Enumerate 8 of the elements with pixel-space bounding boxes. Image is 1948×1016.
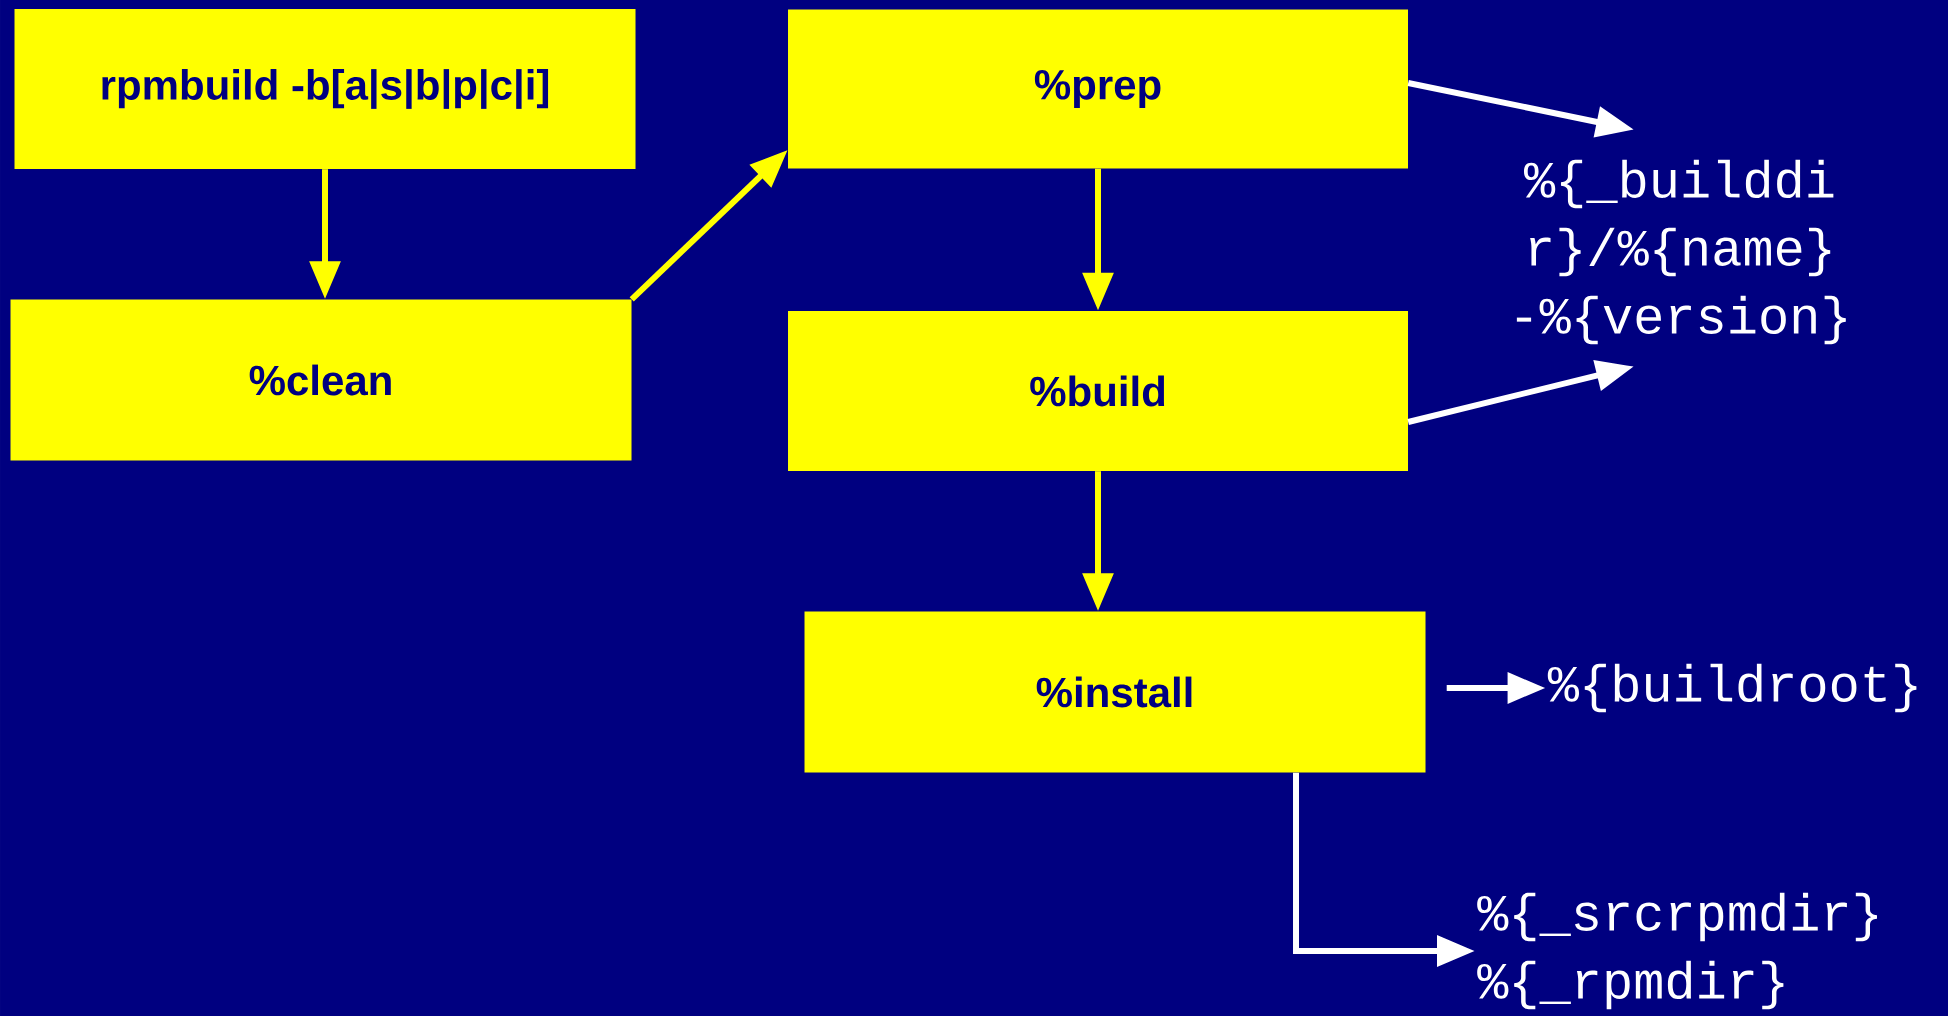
path-label: %{_builddir}/%{name}-%{version} — [1516, 159, 1846, 345]
process-box: rpmbuild -b[a|s|b|p|c|i] — [14, 9, 636, 169]
process-box: %build — [788, 311, 1408, 471]
process-box: %prep — [788, 9, 1408, 169]
path-label: %{buildroot} — [1547, 663, 1917, 713]
path-label: %{_srcrpmdir} %{_rpmdir} — [1477, 892, 1877, 1010]
process-box: %clean — [10, 299, 632, 461]
process-box: %install — [804, 611, 1426, 773]
